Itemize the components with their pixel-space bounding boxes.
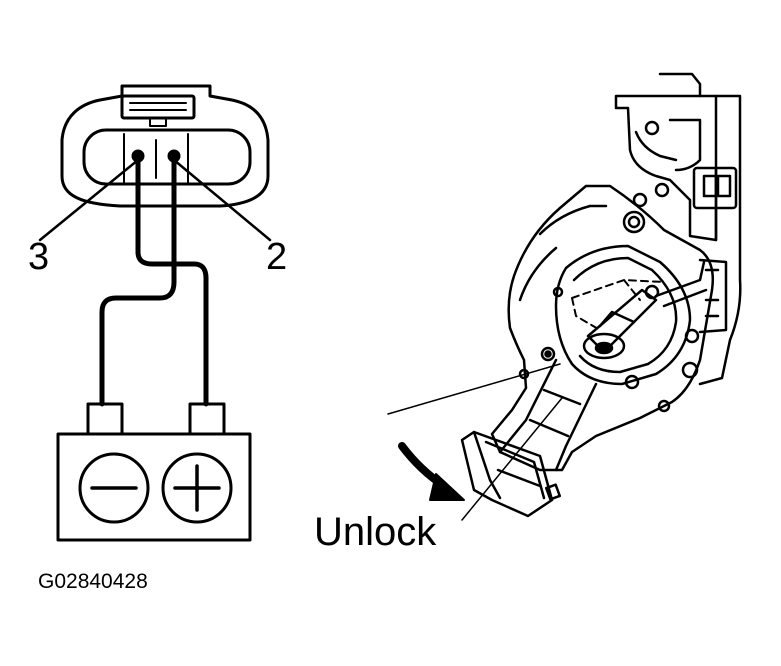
lock-bracket	[614, 94, 718, 242]
lever-motion-outline	[571, 279, 665, 331]
terminal-3-label: 3	[28, 236, 50, 278]
minus-icon	[78, 452, 150, 524]
actuator-housing	[490, 184, 714, 472]
unlock-label: Unlock	[314, 510, 437, 554]
battery-terminal-negative	[86, 402, 124, 436]
lever-pivot	[582, 332, 626, 360]
connector-lock-tab	[120, 94, 196, 120]
wire-terminal-2	[99, 153, 177, 407]
door-lock-assembly	[387, 72, 742, 521]
lock-switch-block	[692, 166, 738, 210]
leader-line-2	[172, 158, 272, 242]
actuator-arm	[498, 358, 598, 472]
connector	[60, 84, 270, 208]
battery-body	[56, 432, 252, 542]
leader-line-3	[38, 158, 140, 242]
battery-terminal-positive	[188, 402, 226, 436]
connector-cavity	[82, 128, 252, 186]
reference-line	[387, 363, 561, 415]
cam-plate	[554, 244, 692, 386]
plus-icon	[161, 452, 233, 524]
terminal-2-label: 2	[266, 236, 288, 278]
motor-connector	[460, 430, 554, 518]
figure-code: G02840428	[38, 570, 148, 593]
curved-arrow-icon	[398, 442, 465, 501]
battery	[56, 402, 252, 542]
connector-shell	[60, 84, 270, 208]
